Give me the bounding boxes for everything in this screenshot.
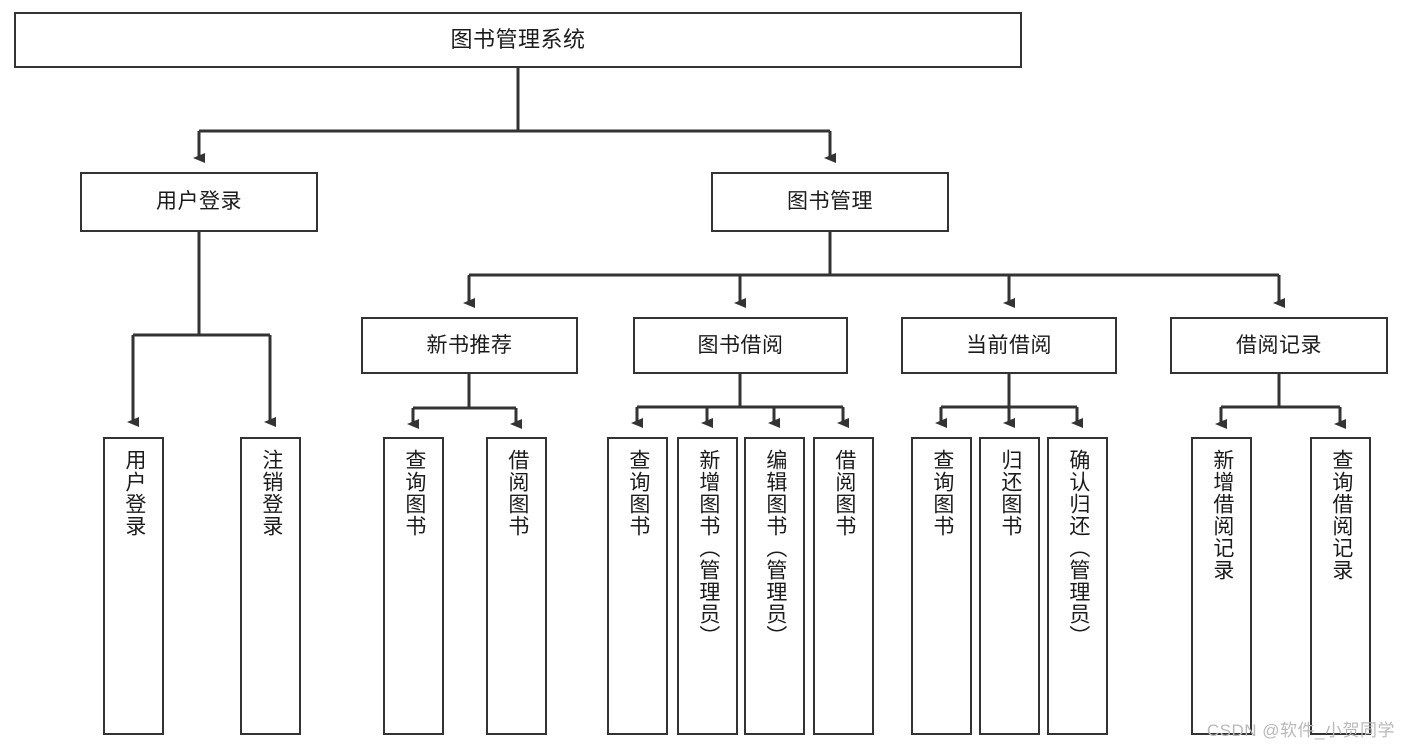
node-label: 当前借阅 bbox=[966, 333, 1052, 357]
node-user-login[interactable]: 用户登录 bbox=[80, 172, 318, 232]
node-borrow-record[interactable]: 借阅记录 bbox=[1170, 317, 1388, 374]
node-leaf-user-login[interactable]: 用户登录 bbox=[103, 437, 164, 735]
node-leaf-add-book-admin[interactable]: 新增图书（管理员） bbox=[677, 437, 738, 735]
node-label: 借阅记录 bbox=[1236, 333, 1322, 357]
node-leaf-add-borrow-record[interactable]: 新增借阅记录 bbox=[1191, 437, 1252, 735]
node-label: 图书借阅 bbox=[697, 333, 784, 357]
node-leaf-edit-book-admin[interactable]: 编辑图书（管理员） bbox=[744, 437, 805, 735]
node-leaf-query-book-borrow[interactable]: 查询图书 bbox=[607, 437, 668, 735]
node-leaf-borrow-book[interactable]: 借阅图书 bbox=[813, 437, 874, 735]
node-leaf-query-book-current[interactable]: 查询图书 bbox=[911, 437, 972, 735]
node-label: 图书管理系统 bbox=[450, 26, 586, 52]
node-label: 用户登录 bbox=[156, 190, 242, 214]
node-label: 借阅图书 bbox=[832, 449, 856, 537]
node-leaf-query-borrow-record[interactable]: 查询借阅记录 bbox=[1310, 437, 1371, 735]
node-leaf-borrow-book-recommend[interactable]: 借阅图书 bbox=[486, 437, 547, 735]
node-label: 新增图书（管理员） bbox=[696, 449, 720, 647]
node-label: 用户登录 bbox=[122, 449, 146, 537]
node-current-borrow[interactable]: 当前借阅 bbox=[901, 317, 1117, 374]
node-label: 借阅图书 bbox=[505, 449, 529, 537]
node-label: 查询借阅记录 bbox=[1329, 449, 1353, 581]
node-book-borrow[interactable]: 图书借阅 bbox=[633, 317, 848, 374]
node-label: 图书管理 bbox=[787, 190, 873, 214]
node-leaf-return-book[interactable]: 归还图书 bbox=[979, 437, 1040, 735]
node-book-management[interactable]: 图书管理 bbox=[711, 172, 949, 232]
node-label: 注销登录 bbox=[259, 449, 283, 537]
node-label: 新书推荐 bbox=[426, 333, 513, 357]
node-label: 归还图书 bbox=[998, 449, 1022, 537]
node-leaf-logout-login[interactable]: 注销登录 bbox=[240, 437, 301, 735]
node-label: 查询图书 bbox=[626, 449, 650, 537]
node-label: 查询图书 bbox=[930, 449, 954, 537]
node-leaf-query-book-recommend[interactable]: 查询图书 bbox=[383, 437, 444, 735]
node-leaf-confirm-return-admin[interactable]: 确认归还（管理员） bbox=[1047, 437, 1108, 735]
node-label: 确认归还（管理员） bbox=[1066, 449, 1090, 647]
node-new-book-recommend[interactable]: 新书推荐 bbox=[361, 317, 578, 374]
node-label: 查询图书 bbox=[402, 449, 426, 537]
watermark: CSDN @软件_小贺同学 bbox=[1206, 721, 1395, 740]
node-root-book-management-system[interactable]: 图书管理系统 bbox=[14, 12, 1022, 68]
node-label: 编辑图书（管理员） bbox=[763, 449, 787, 647]
node-label: 新增借阅记录 bbox=[1210, 449, 1234, 581]
